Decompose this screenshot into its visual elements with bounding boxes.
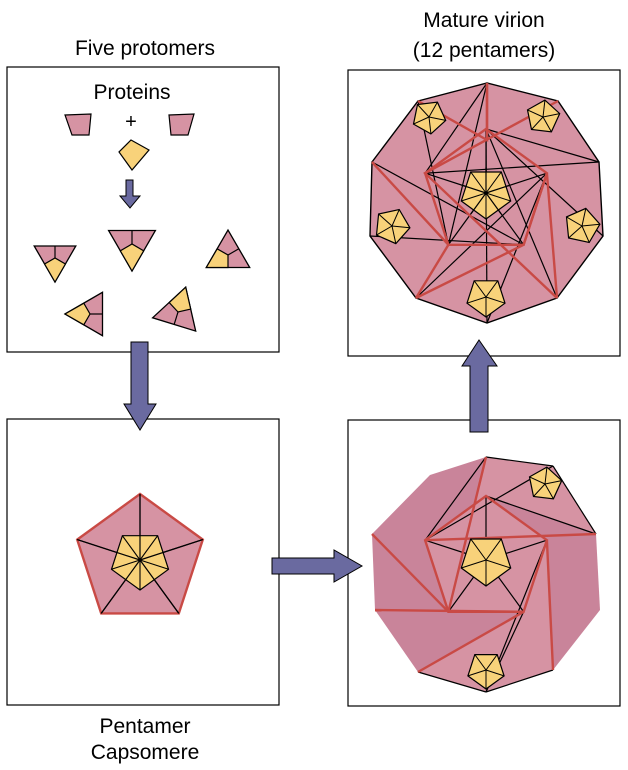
cap-divider: [461, 192, 487, 202]
pentamer-boundary: [423, 127, 549, 247]
cap-divider: [470, 538, 487, 561]
pentamer-boundary: [545, 540, 555, 671]
cap-divider: [485, 192, 511, 202]
cap-divider: [474, 654, 487, 671]
inner-divider: [121, 535, 141, 561]
pentamer-boundary: [371, 161, 450, 299]
cap-divider: [391, 225, 410, 229]
mature-virion-label: Mature virion: [423, 9, 545, 32]
twelve-pentamers-label: (12 pentamers): [412, 39, 556, 62]
facet-line: [371, 161, 524, 246]
pentamer-boundary: [374, 608, 524, 613]
cap-divider: [485, 669, 505, 677]
plus-sign: +: [125, 111, 137, 133]
inner-divider: [139, 535, 159, 561]
protein-yellow: [118, 139, 150, 171]
pentamer-capsomere: [75, 492, 205, 615]
protein-pink-right: [168, 113, 195, 136]
facet-line: [485, 495, 597, 535]
inner-divider: [111, 559, 141, 570]
cap-divider: [413, 116, 430, 125]
cap-divider: [428, 116, 432, 134]
pentamer-boundary: [371, 533, 450, 613]
cap-divider: [544, 483, 554, 500]
arrow-up-icon: [461, 339, 498, 433]
protein-pink-left: [64, 113, 92, 136]
facet-line: [417, 671, 487, 693]
spoke-line: [77, 539, 141, 561]
cap-divider: [485, 654, 498, 671]
cap-divider: [378, 213, 393, 227]
protomer-group: [33, 228, 251, 337]
cap-divider: [485, 559, 511, 569]
cap-divider: [527, 109, 544, 118]
facet-line: [552, 465, 597, 535]
facet-line: [424, 82, 488, 174]
facet-line: [425, 161, 600, 174]
arrow-down-icon: [118, 179, 142, 209]
facet-line: [461, 184, 487, 194]
cap-divider: [376, 225, 393, 236]
facet-line: [415, 172, 548, 299]
cap-divider: [466, 296, 487, 304]
cap-divider: [485, 296, 506, 304]
pentamer-label: Pentamer: [99, 715, 191, 738]
pentamer-boundary: [447, 456, 488, 613]
proteins-label: Proteins: [93, 81, 170, 104]
partial-capsid: [371, 456, 600, 693]
facet-line: [447, 82, 488, 245]
cap-divider: [566, 216, 583, 227]
cap-divider: [485, 171, 502, 194]
facet-line: [485, 128, 558, 299]
cap-divider: [531, 116, 544, 130]
facet-line: [485, 669, 554, 693]
facet-line: [470, 192, 487, 215]
cap-divider: [461, 559, 487, 569]
cap-divider: [568, 225, 583, 239]
cap-divider: [544, 467, 548, 485]
facet-line: [485, 456, 554, 467]
cap-divider: [467, 669, 487, 677]
cap-divider: [529, 476, 546, 485]
cap-divider: [542, 116, 552, 133]
facet-line: [485, 184, 511, 194]
facet-line: [424, 456, 487, 541]
spoke-line: [139, 559, 180, 614]
pentamer-boundary: [425, 532, 597, 542]
arrow-right-icon: [271, 549, 364, 583]
protomer-divider: [227, 248, 240, 256]
cap-divider: [391, 209, 400, 227]
cap-divider: [533, 483, 546, 497]
pentamer-boundary: [417, 610, 525, 674]
arrow-down-icon: [123, 341, 157, 431]
cap-divider: [581, 223, 600, 227]
cap-divider: [581, 225, 590, 243]
mature-virion: [369, 82, 604, 324]
cap-divider: [485, 538, 502, 561]
cap-divider: [581, 208, 587, 227]
spoke-line: [100, 559, 141, 614]
cap-divider: [473, 280, 487, 298]
cap-divider: [544, 480, 562, 485]
cap-divider: [428, 101, 438, 118]
cap-divider: [391, 225, 397, 244]
pentamer-boundary: [415, 172, 559, 300]
facet-line: [485, 128, 600, 163]
capsomere-label: Capsomere: [90, 741, 200, 764]
cap-divider: [428, 116, 446, 121]
cap-divider: [542, 113, 560, 118]
five-protomers-label: Five protomers: [74, 37, 216, 60]
cap-divider: [485, 280, 499, 298]
cap-divider: [417, 104, 430, 118]
protomer-divider: [173, 311, 179, 325]
cap-divider: [470, 171, 487, 194]
inner-divider: [139, 559, 169, 570]
pentamer-boundary: [423, 99, 559, 299]
panel-protomers: [6, 66, 280, 353]
protein-pieces: [64, 113, 195, 171]
spoke-line: [139, 539, 203, 561]
facet-line: [485, 192, 502, 215]
cap-divider: [542, 100, 546, 118]
